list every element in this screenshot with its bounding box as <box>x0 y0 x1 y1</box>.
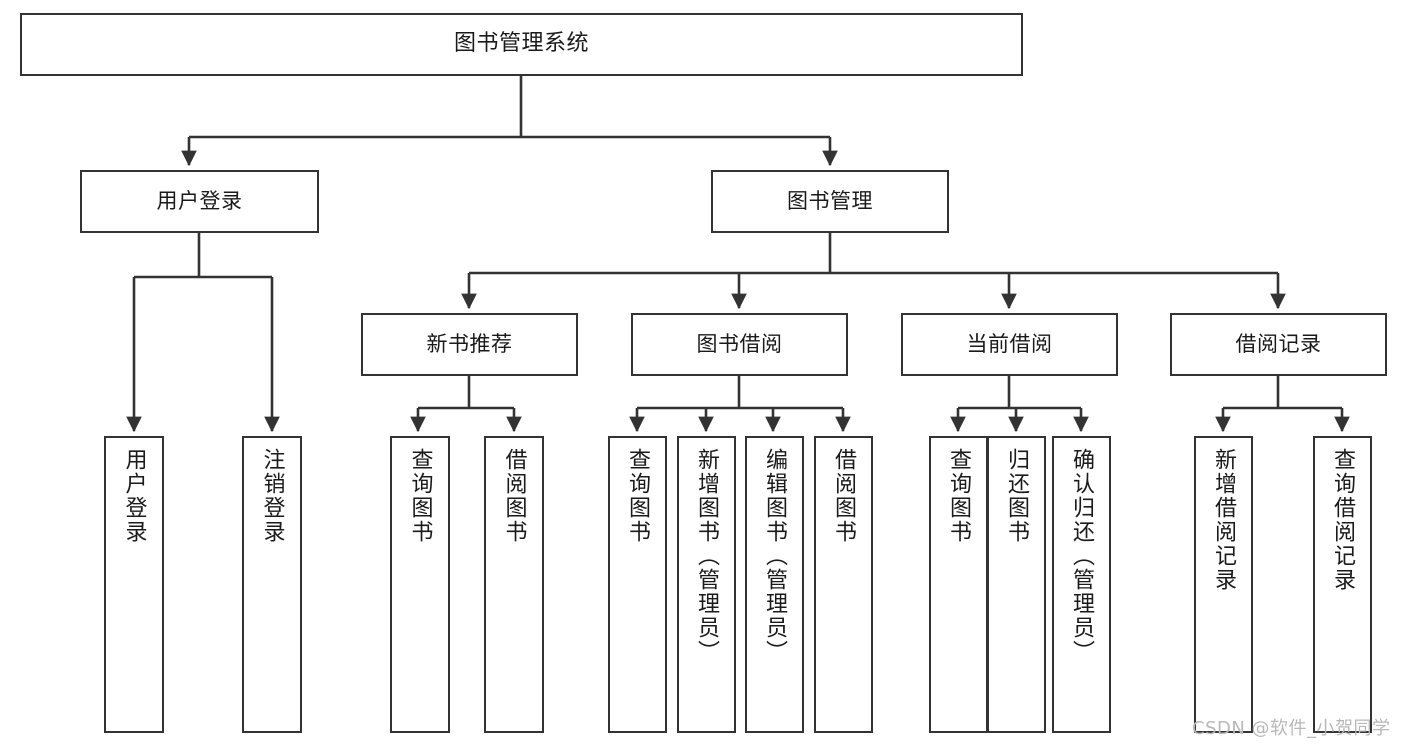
csdn-watermark: CSDN @软件_小贺同学 <box>1192 718 1391 739</box>
leaf-confirm-return-admin[interactable]: 确认归还（管理员） <box>1052 436 1111 733</box>
node-label: 查询图书 <box>625 448 651 544</box>
leaf-query-book-current[interactable]: 查询图书 <box>929 436 988 733</box>
leaf-edit-book-admin[interactable]: 编辑图书（管理员） <box>745 436 804 733</box>
node-label: 查询图书 <box>407 448 433 544</box>
node-label: 借阅记录 <box>1235 332 1322 357</box>
leaf-return-book[interactable]: 归还图书 <box>987 436 1046 733</box>
node-book-management[interactable]: 图书管理 <box>711 170 949 233</box>
leaf-borrow-book-borrow[interactable]: 借阅图书 <box>814 436 873 733</box>
node-label: 确认归还（管理员） <box>1069 448 1095 664</box>
node-label: 归还图书 <box>1004 448 1030 544</box>
leaf-query-book-borrow[interactable]: 查询图书 <box>608 436 667 733</box>
node-book-borrow[interactable]: 图书借阅 <box>631 313 848 376</box>
node-label: 新书推荐 <box>426 332 513 357</box>
node-root-book-management-system[interactable]: 图书管理系统 <box>20 13 1023 76</box>
node-new-book-recommend[interactable]: 新书推荐 <box>361 313 578 376</box>
node-label: 查询借阅记录 <box>1330 448 1356 592</box>
node-label: 借阅图书 <box>501 448 527 544</box>
leaf-add-borrow-record[interactable]: 新增借阅记录 <box>1194 436 1253 733</box>
node-label: 新增借阅记录 <box>1211 448 1237 592</box>
node-label: 注销登录 <box>259 448 285 544</box>
node-borrow-record[interactable]: 借阅记录 <box>1170 313 1387 376</box>
node-label: 图书借阅 <box>696 332 783 357</box>
node-label: 用户登录 <box>156 189 243 214</box>
node-label: 当前借阅 <box>966 332 1053 357</box>
node-label: 图书管理 <box>787 189 873 214</box>
leaf-logout-login[interactable]: 注销登录 <box>242 436 302 733</box>
leaf-query-book-recommend[interactable]: 查询图书 <box>390 436 450 733</box>
leaf-user-login[interactable]: 用户登录 <box>104 436 164 733</box>
node-user-login[interactable]: 用户登录 <box>80 170 319 233</box>
node-label: 编辑图书（管理员） <box>762 448 788 664</box>
node-label: 查询图书 <box>946 448 972 544</box>
node-label: 用户登录 <box>121 448 147 544</box>
leaf-add-book-admin[interactable]: 新增图书（管理员） <box>677 436 736 733</box>
leaf-query-borrow-record[interactable]: 查询借阅记录 <box>1313 436 1372 733</box>
leaf-borrow-book-recommend[interactable]: 借阅图书 <box>484 436 544 733</box>
node-label: 借阅图书 <box>831 448 857 544</box>
node-label: 图书管理系统 <box>453 31 589 57</box>
node-label: 新增图书（管理员） <box>694 448 720 664</box>
node-current-borrow[interactable]: 当前借阅 <box>901 313 1118 376</box>
